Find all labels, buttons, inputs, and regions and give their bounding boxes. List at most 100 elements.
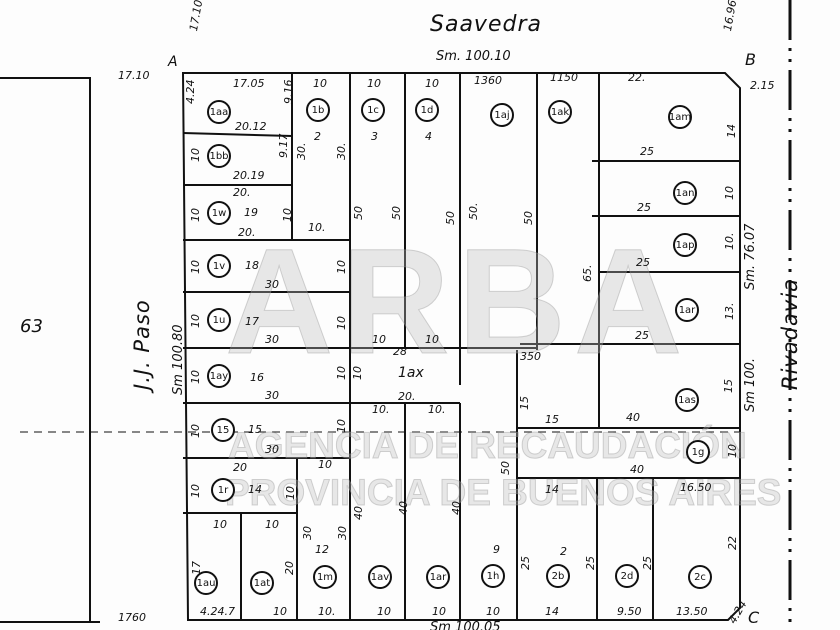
lot-circle: 1d [415,98,439,122]
dimension-label: 20. [233,186,251,199]
dimension-label: 10 [189,260,202,274]
dimension-label: 20.19 [233,169,265,182]
dimension-label: 25 [637,201,651,214]
corner-a: A [168,54,178,70]
lot-circle: 1g [686,440,710,464]
dimension-label: 10 [425,333,439,346]
dimension-label: 4.24 [184,79,197,105]
dimension-label: 50 [444,211,457,225]
dimension-label: 50. [467,202,480,221]
dimension-label: 10 [377,605,391,618]
dimension-label: 10 [189,148,202,162]
street-measure-east-lower: Sm 100. [743,358,758,412]
dimension-label: 10 [318,458,332,471]
dimension-label: 10 [335,316,348,330]
lot-circle: 1aj [490,103,514,127]
dimension-label: 30. [295,142,308,161]
dimension-label: 14 [545,605,559,618]
lot-circle: 1b [306,98,330,122]
lot-circle: 1w [207,201,231,225]
dimension-label: 40 [450,501,463,515]
lot-circle: 1an [673,181,697,205]
dimension-label: 25 [519,556,532,570]
dimension-label: 10 [335,260,348,274]
dimension-label: 17.10 [118,69,150,82]
dimension-label: 17 [245,315,259,328]
dimension-label: 10 [372,333,386,346]
lot-circle: 1r [211,478,235,502]
street-saavedra: Saavedra [430,12,542,37]
dimension-label: 65. [581,264,594,283]
lot-circle: 1c [361,98,385,122]
dimension-label: 10 [726,444,739,458]
dimension-label: 50 [522,211,535,225]
lot-circle: 1ay [207,364,231,388]
dimension-label: 20. [398,390,416,403]
dimension-label: 2 [560,545,567,558]
dimension-label: 30 [265,278,279,291]
street-jj-paso: J.J. Paso [130,299,154,390]
dimension-label: 25 [641,556,654,570]
dimension-label: 50 [390,206,403,220]
dimension-label: 10 [723,186,736,200]
lot-circle: 15 [211,418,235,442]
dimension-label: 17.05 [233,77,265,90]
dimension-label: 10 [189,370,202,384]
lot-circle: 1ar [675,298,699,322]
lot-circle: 1as [675,388,699,412]
dimension-label: 22 [726,536,739,550]
dimension-label: 10 [189,424,202,438]
dimension-label: 50 [352,206,365,220]
dimension-label: 17 [190,561,203,575]
lot-circle: 1v [207,254,231,278]
dimension-label: 12 [315,543,329,556]
dimension-label: 30 [265,443,279,456]
dimension-label: 4.24.7 [200,605,235,618]
dimension-label: 10 [335,419,348,433]
dimension-label: 350 [520,350,541,363]
dimension-label: 15 [518,396,531,410]
dimension-label: 10. [428,403,446,416]
dimension-label: 10. [723,232,736,251]
dimension-label: 20 [283,561,296,575]
dimension-label: 20 [233,461,247,474]
dimension-label: 16 [250,371,264,384]
dimension-label: 10 [432,605,446,618]
dimension-label: 10 [189,314,202,328]
street-measure-north: Sm. 100.10 [436,49,511,64]
dimension-label: 9.16 [282,79,295,105]
dimension-label: 10 [281,208,294,222]
adjacent-block-number: 63 [20,316,43,337]
dimension-label: 20. [238,226,256,239]
dimension-label: 10. [372,403,390,416]
dimension-label: 25 [584,556,597,570]
dimension-label: 2 [314,130,321,143]
dimension-label: 10 [367,77,381,90]
dimension-label: 10. [308,221,326,234]
lot-circle: 1ap [673,233,697,257]
dimension-label: 40 [626,411,640,424]
lot-circle: 1h [481,564,505,588]
dimension-label: 30 [265,333,279,346]
dimension-label: 30 [301,526,314,540]
lot-circle: 1ar [426,565,450,589]
dimension-label: 25 [640,145,654,158]
dimension-label: 9.17 [277,133,290,159]
dimension-label: 10 [351,366,364,380]
dimension-label: 10 [213,518,227,531]
dimension-label: 22. [628,71,646,84]
street-measure-south: Sm 100.05 [430,620,501,630]
dimension-label: 10 [273,605,287,618]
dimension-label: 10 [189,484,202,498]
street-measure-west: Sm 100.80 [171,324,186,395]
lot-circle: 1m [313,565,337,589]
dimension-label: 40 [630,463,644,476]
dimension-label: 30. [335,142,348,161]
dimension-label: 10 [313,77,327,90]
dimension-label: 10 [486,605,500,618]
corner-b: B [745,50,756,69]
street-rivadavia: Rivadavia [778,277,802,390]
lot-circle: 1av [368,565,392,589]
dimension-label: 15 [248,423,262,436]
